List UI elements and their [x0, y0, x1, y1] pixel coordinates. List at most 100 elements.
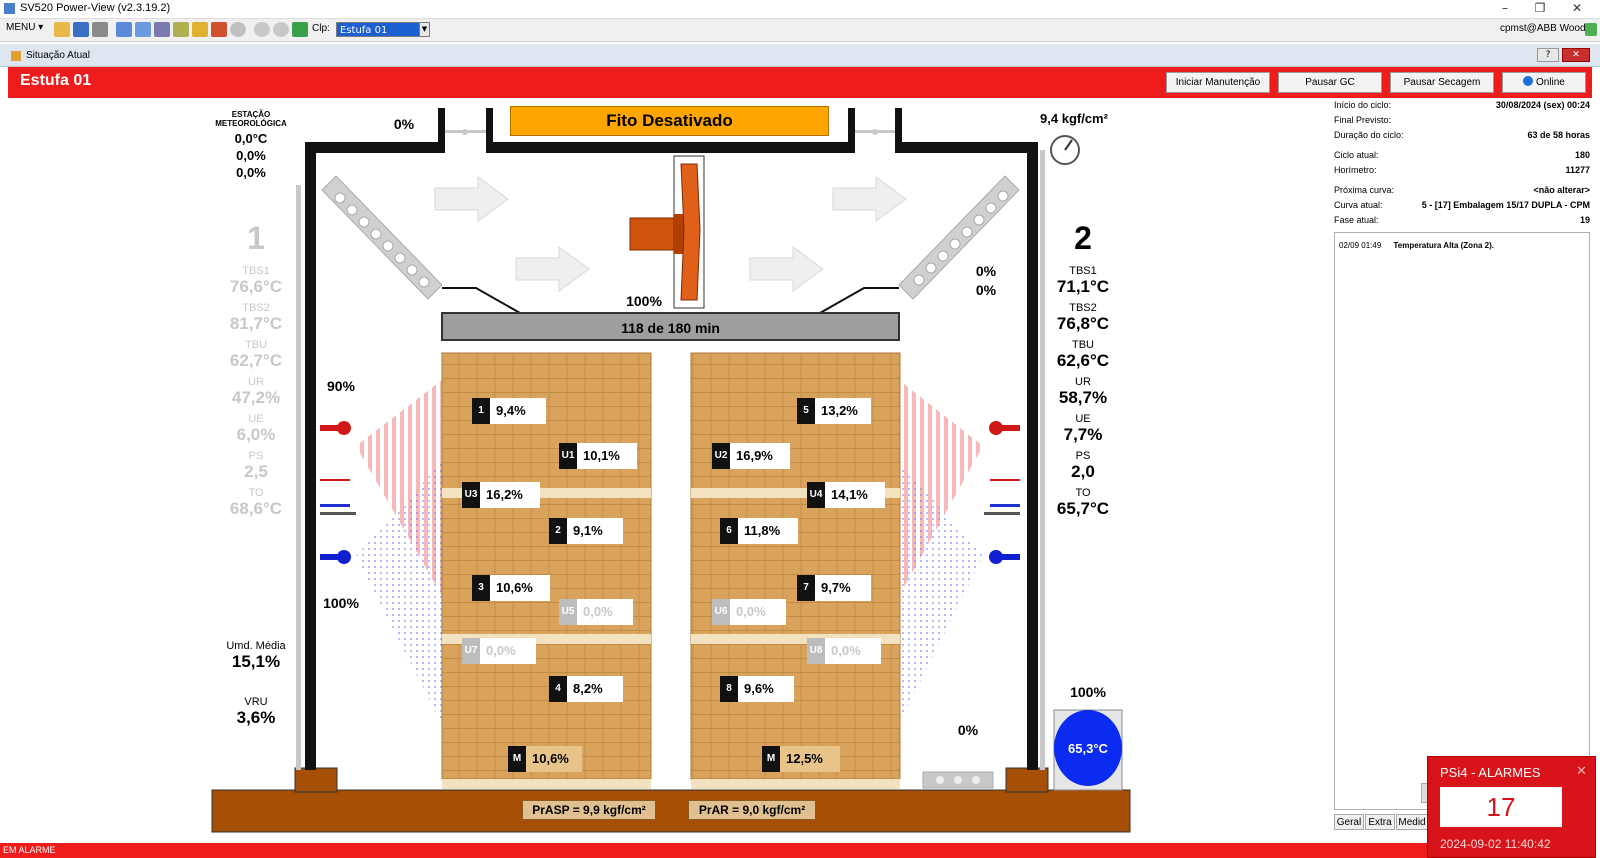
- proxima-label: Próxima curva:: [1334, 185, 1395, 195]
- right-pipe: [1040, 150, 1045, 770]
- damper-right-1: 0%: [975, 263, 997, 279]
- tab-geral[interactable]: Geral: [1334, 814, 1364, 830]
- weather-v1: 0,0%: [236, 148, 266, 163]
- ciclo-label: Ciclo atual:: [1334, 150, 1379, 160]
- pause-gc-button[interactable]: Pausar GC: [1278, 72, 1382, 93]
- link-icon[interactable]: [154, 22, 170, 37]
- child-close-button[interactable]: ✕: [1562, 48, 1590, 62]
- tab-extra[interactable]: Extra: [1365, 814, 1395, 830]
- sensor-value: 16,2%: [486, 487, 523, 502]
- horimetro-label: Horímetro:: [1334, 165, 1377, 175]
- pressure-top: 9,4 kgf/cm²: [1040, 111, 1108, 126]
- alarm-count-box: 17: [1440, 787, 1562, 827]
- proxima-value: <não alterar>: [1533, 185, 1590, 195]
- left-pipe: [296, 185, 301, 770]
- pause-drying-button[interactable]: Pausar Secagem: [1390, 72, 1494, 93]
- sensor-value: 16,9%: [736, 448, 773, 463]
- zone2-tbs2-label: TBS2: [1069, 302, 1097, 314]
- tools-icon[interactable]: [173, 22, 189, 37]
- close-button[interactable]: ✕: [1571, 1, 1583, 15]
- zone2-to: 65,7°C: [1056, 499, 1110, 518]
- minimize-button[interactable]: –: [1502, 1, 1508, 15]
- clp-dropdown-arrow-icon[interactable]: ▼: [419, 22, 430, 37]
- zone2-tbs1: 71,1°C: [1056, 277, 1110, 296]
- print-icon[interactable]: [92, 22, 108, 37]
- sensor-value: 0,0%: [736, 604, 766, 619]
- umd-media-value: 15,1%: [231, 652, 281, 671]
- disabled-icon[interactable]: [230, 22, 246, 37]
- sensor-tag: U3: [462, 482, 480, 508]
- prasp-readout: PrASP = 9,9 kgf/cm²: [522, 800, 656, 820]
- zone2-tbs1-label: TBS1: [1069, 265, 1097, 277]
- sensor-value: 0,0%: [583, 604, 613, 619]
- sensor-tag: 6: [720, 518, 738, 544]
- zone1-ue: 6,0%: [236, 425, 276, 444]
- wood-stack-right: [690, 352, 901, 789]
- circulation-fan: [629, 155, 705, 309]
- tab-medidas[interactable]: Medid: [1396, 814, 1428, 830]
- online-button[interactable]: Online: [1502, 72, 1586, 93]
- sensor-value: 9,1%: [573, 523, 603, 538]
- menu-button[interactable]: MENU ▾: [6, 22, 44, 33]
- alarm-title: PSi4 - ALARMES: [1440, 765, 1541, 780]
- sensor-value: 9,7%: [821, 580, 851, 595]
- zone1-ue-label: UE: [248, 413, 264, 425]
- drain-icon: [922, 771, 994, 789]
- database-icon[interactable]: [192, 22, 208, 37]
- back-icon[interactable]: [254, 22, 270, 37]
- spray-left-pct: 100%: [323, 595, 359, 611]
- sensor-tag: 3: [472, 575, 490, 601]
- help-button[interactable]: ?: [1537, 48, 1559, 62]
- alarm-popup[interactable]: PSi4 - ALARMES ✕ 17 2024-09-02 11:40:42: [1427, 756, 1596, 858]
- sensor-tag: 5: [797, 398, 815, 424]
- menu-label: MENU: [6, 22, 36, 33]
- sensor-u5[interactable]: U5 0,0%: [559, 599, 633, 625]
- save-icon[interactable]: [73, 22, 89, 37]
- right-heat-spray-cone: [899, 380, 983, 724]
- plenum-deflectors: [442, 287, 899, 314]
- lock-icon[interactable]: [292, 22, 308, 37]
- event-row: 02/09 01:49 Temperatura Alta (Zona 2).: [1339, 241, 1494, 250]
- event-text: Temperatura Alta (Zona 2).: [1393, 241, 1494, 250]
- zone2-tbu: 62,6°C: [1056, 351, 1110, 370]
- alarm-close-icon[interactable]: ✕: [1576, 764, 1587, 779]
- cycle-timer: 118 de 180 min: [621, 320, 720, 336]
- open-folder-icon[interactable]: [54, 22, 70, 37]
- zone2-ue: 7,7%: [1063, 425, 1103, 444]
- zone1-tbs2: 81,7°C: [229, 314, 283, 333]
- sensor-value: 0,0%: [831, 643, 861, 658]
- report-icon[interactable]: [211, 22, 227, 37]
- window-title-bar: SV520 Power-View (v2.3.19.2) – ❐ ✕: [0, 0, 1600, 19]
- maximize-button[interactable]: ❐: [1534, 1, 1546, 15]
- zone1-tbs1-label: TBS1: [242, 265, 270, 277]
- zone2-tbu-label: TBU: [1072, 339, 1094, 351]
- clp-select[interactable]: Estufa 01: [336, 22, 428, 37]
- zone1-tbu-label: TBU: [245, 339, 267, 351]
- copy-icon[interactable]: [116, 22, 132, 37]
- airflow-arrows: [434, 176, 907, 292]
- sensor-tag: U5: [559, 599, 577, 625]
- sensor-tag: 8: [720, 676, 738, 702]
- forward-icon[interactable]: [273, 22, 289, 37]
- sensor-u3[interactable]: U3 16,2%: [462, 482, 540, 508]
- window-icon[interactable]: [135, 22, 151, 37]
- plenum-bar: [441, 312, 900, 341]
- start-maintenance-button[interactable]: Iniciar Manutenção: [1166, 72, 1270, 93]
- event-log[interactable]: 02/09 01:49 Temperatura Alta (Zona 2).: [1334, 232, 1590, 810]
